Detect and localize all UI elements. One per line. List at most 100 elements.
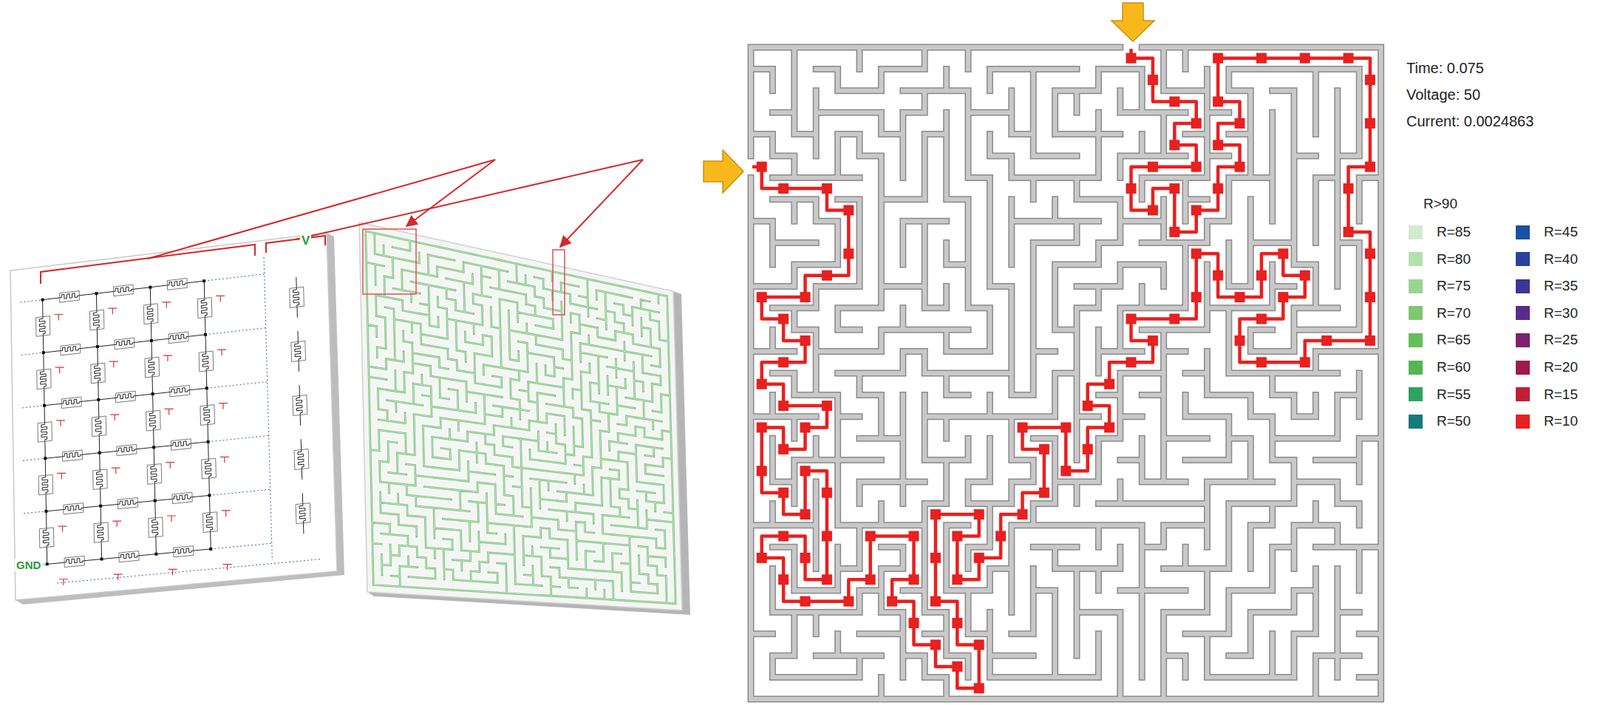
memristor-marker	[1169, 96, 1180, 108]
legend-label: R=65	[1436, 331, 1471, 349]
junction	[43, 456, 47, 460]
resistor-symbol	[203, 387, 210, 442]
memristor-marker	[974, 509, 985, 520]
legend-label: R=35	[1543, 277, 1578, 295]
memristor-marker	[1364, 291, 1376, 303]
legend-label: R>90	[1423, 195, 1458, 213]
legend-label: R=55	[1436, 386, 1471, 403]
circuit-panel	[10, 232, 345, 605]
legend-label: R=60	[1436, 359, 1471, 376]
memristor-marker	[1234, 118, 1246, 129]
legend-label: R=80	[1436, 251, 1471, 268]
switch-mark	[53, 314, 63, 321]
resistor-symbol	[97, 339, 152, 347]
memristor-marker	[1169, 226, 1180, 238]
panel	[10, 232, 337, 601]
memristor-marker	[1169, 139, 1180, 151]
memristor-marker	[778, 444, 789, 455]
resistor-outline	[169, 385, 190, 397]
resistor-symbol	[296, 385, 303, 426]
legend-swatch	[1515, 225, 1530, 240]
switch-mark	[164, 408, 174, 415]
switch-mark	[56, 472, 66, 479]
legend-label: R=40	[1543, 251, 1578, 268]
resistor-outline	[116, 444, 137, 456]
resistor-outline	[202, 512, 218, 533]
memristor-marker	[756, 161, 768, 173]
memristor-marker	[1277, 291, 1289, 303]
memristor-marker	[1234, 335, 1246, 346]
resistor-outline	[37, 421, 52, 442]
memristor-marker	[1299, 53, 1311, 64]
memristor-marker	[1343, 53, 1354, 64]
resistor-symbol	[206, 495, 213, 550]
resistor-symbol	[47, 558, 102, 565]
legend-swatch	[1408, 414, 1423, 429]
resistor-symbol	[202, 334, 209, 389]
junction	[206, 440, 210, 444]
legend-swatch	[1408, 360, 1423, 375]
memristor-marker	[909, 617, 920, 629]
junction	[148, 286, 152, 289]
dotted-wire	[20, 300, 43, 303]
resistor-symbol	[96, 286, 151, 294]
memristor-marker	[778, 356, 789, 368]
memristor-marker	[1212, 139, 1224, 151]
memristor-marker	[995, 531, 1006, 542]
memristor-marker	[930, 640, 941, 651]
memristor-marker	[778, 531, 789, 542]
memristor-marker	[951, 531, 963, 542]
resistor-outline	[60, 343, 81, 356]
junction	[44, 509, 48, 513]
dotted-wire	[209, 489, 270, 496]
resistor-outline	[289, 286, 305, 308]
resistor-outline	[291, 340, 306, 362]
legend-label: R=25	[1543, 331, 1578, 349]
resistor-symbol	[45, 452, 100, 459]
resistor-symbol	[293, 277, 300, 318]
memristor-marker	[1082, 444, 1094, 455]
maze-wall	[750, 47, 1382, 700]
resistor-symbol	[45, 505, 101, 512]
memristor-marker	[951, 617, 963, 629]
dotted-wire	[22, 458, 46, 461]
memristor-marker	[821, 531, 833, 542]
memristor-marker	[1147, 205, 1159, 216]
legend-swatch	[1515, 387, 1530, 402]
memristor-marker	[821, 487, 833, 499]
junction	[94, 291, 98, 295]
resistor-outline	[90, 362, 105, 384]
memristor-marker	[800, 335, 811, 346]
switch-mark	[221, 510, 231, 517]
legend-label: R=15	[1543, 386, 1578, 403]
switch-mark	[56, 420, 66, 427]
resistor-symbol	[148, 340, 155, 394]
memristor-marker	[800, 552, 811, 564]
memristor-marker	[1191, 248, 1202, 259]
resistor-symbol	[101, 553, 157, 560]
legend-swatch	[1515, 252, 1530, 267]
dotted-wire	[22, 405, 45, 408]
memristor-marker	[800, 422, 811, 434]
resistor-symbol	[150, 447, 157, 501]
resistor-outline	[197, 297, 213, 318]
maze-wall-outline	[750, 47, 1382, 700]
resistor-outline	[114, 337, 135, 350]
junction	[98, 451, 102, 455]
memristor-marker	[821, 574, 833, 585]
resistor-outline	[64, 555, 85, 567]
memristor-marker	[756, 379, 768, 390]
memristor-marker	[778, 183, 789, 194]
resistor-outline	[62, 450, 83, 462]
resistor-outline	[295, 503, 311, 524]
voltage-pin: V	[300, 233, 312, 249]
legend-label: R=10	[1543, 413, 1578, 430]
legend-swatch	[1515, 360, 1530, 375]
memristor-marker	[909, 574, 920, 585]
dotted-wire	[205, 328, 267, 335]
leader-line	[295, 159, 643, 240]
memristor-marker	[778, 487, 789, 499]
dotted-wire	[263, 257, 272, 561]
memristor-marker	[1364, 161, 1376, 173]
resistor-outline	[93, 522, 109, 543]
